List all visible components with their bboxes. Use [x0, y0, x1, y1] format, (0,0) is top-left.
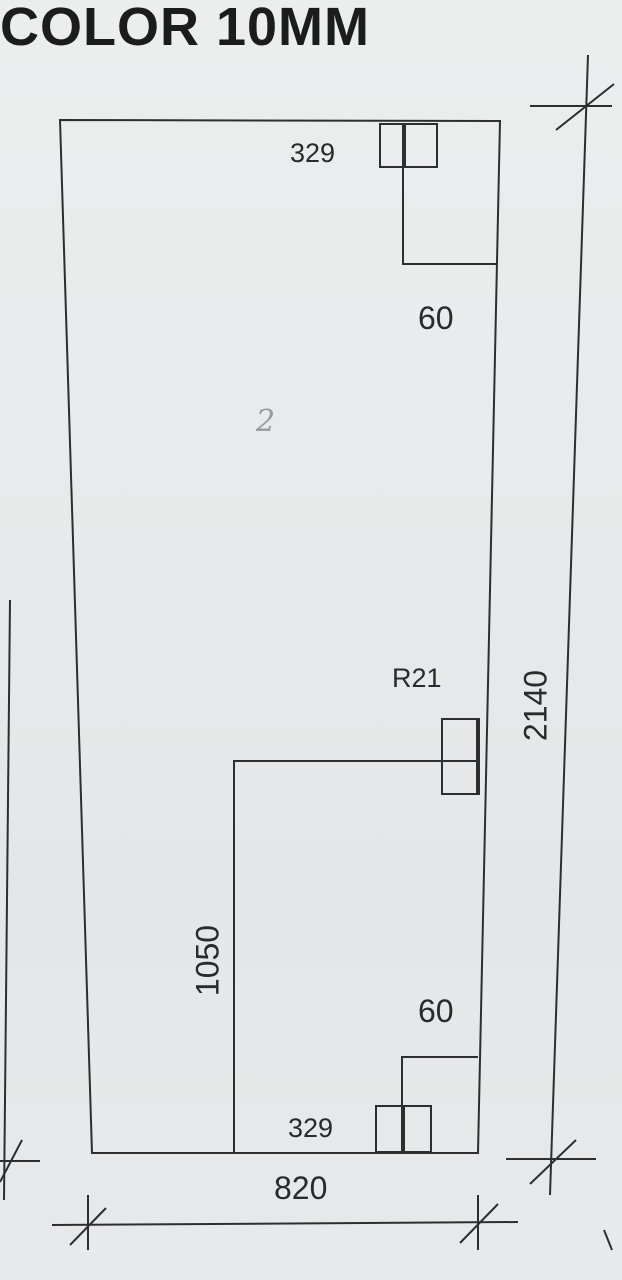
drawing-title: COLOR 10MM — [0, 0, 371, 57]
bottom-hinge-box-right — [403, 1105, 432, 1153]
handwritten-mark: 2 — [256, 404, 276, 439]
radius-label: R21 — [392, 663, 442, 693]
top-hinge-notch — [402, 124, 497, 265]
width-dimension-label: 820 — [274, 1170, 328, 1206]
left-edge-tick — [0, 1139, 23, 1183]
top-hinge-box-right — [404, 123, 438, 168]
middle-step-line — [233, 760, 478, 1153]
width-dimension-line — [51, 1221, 519, 1226]
step-height-label: 1050 — [189, 924, 226, 997]
height-dim-tick-bottom — [529, 1139, 577, 1185]
corner-mark — [603, 1229, 613, 1251]
bottom-hinge-box-left — [375, 1105, 405, 1153]
width-dim-tick-left — [69, 1207, 107, 1246]
height-dimension-line — [549, 54, 589, 1196]
panel-outline — [58, 118, 502, 1154]
top-hinge-box-left — [379, 123, 406, 168]
width-dim-tick-right — [459, 1203, 499, 1244]
r21-box-upper — [441, 718, 480, 762]
height-dim-tick-top — [555, 83, 615, 131]
bottom-hinge-offset-label: 60 — [418, 993, 454, 1029]
height-dimension-label: 2140 — [517, 669, 554, 742]
left-edge-line — [3, 599, 11, 1201]
top-hinge-offset-label: 60 — [418, 300, 454, 336]
bottom-hinge-dimension-label: 329 — [288, 1113, 334, 1143]
bottom-hinge-notch — [401, 1056, 478, 1153]
top-hinge-dimension-label: 329 — [290, 138, 336, 168]
r21-box-lower — [441, 760, 480, 795]
